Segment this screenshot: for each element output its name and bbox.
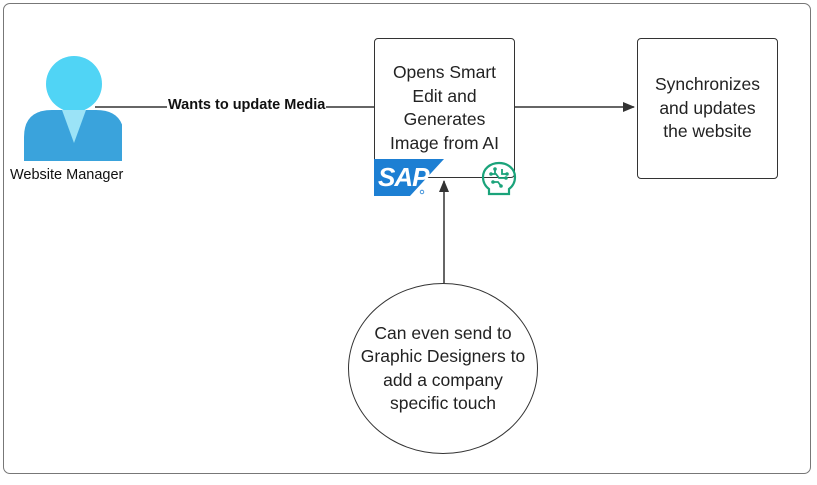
sap-logo (374, 159, 444, 196)
node-smart-edit: Opens Smart Edit and Generates Image fro… (374, 38, 515, 178)
node-smart-edit-text: Opens Smart Edit and Generates Image fro… (390, 62, 499, 153)
user-icon (24, 56, 122, 161)
node-designers-text: Can even send to Graphic Designers to ad… (360, 322, 526, 414)
node-sync-text: Synchronizes and updates the website (654, 74, 761, 142)
node-graphic-designers: Can even send to Graphic Designers to ad… (348, 283, 538, 454)
edge-label-update-media: Wants to update Media (167, 97, 327, 113)
actor-label: Website Manager (10, 167, 124, 183)
sap-logo-text: SAP (378, 162, 429, 192)
node-sync-website: Synchronizes and updates the website (637, 38, 778, 179)
brain-circuit-icon (481, 161, 517, 196)
